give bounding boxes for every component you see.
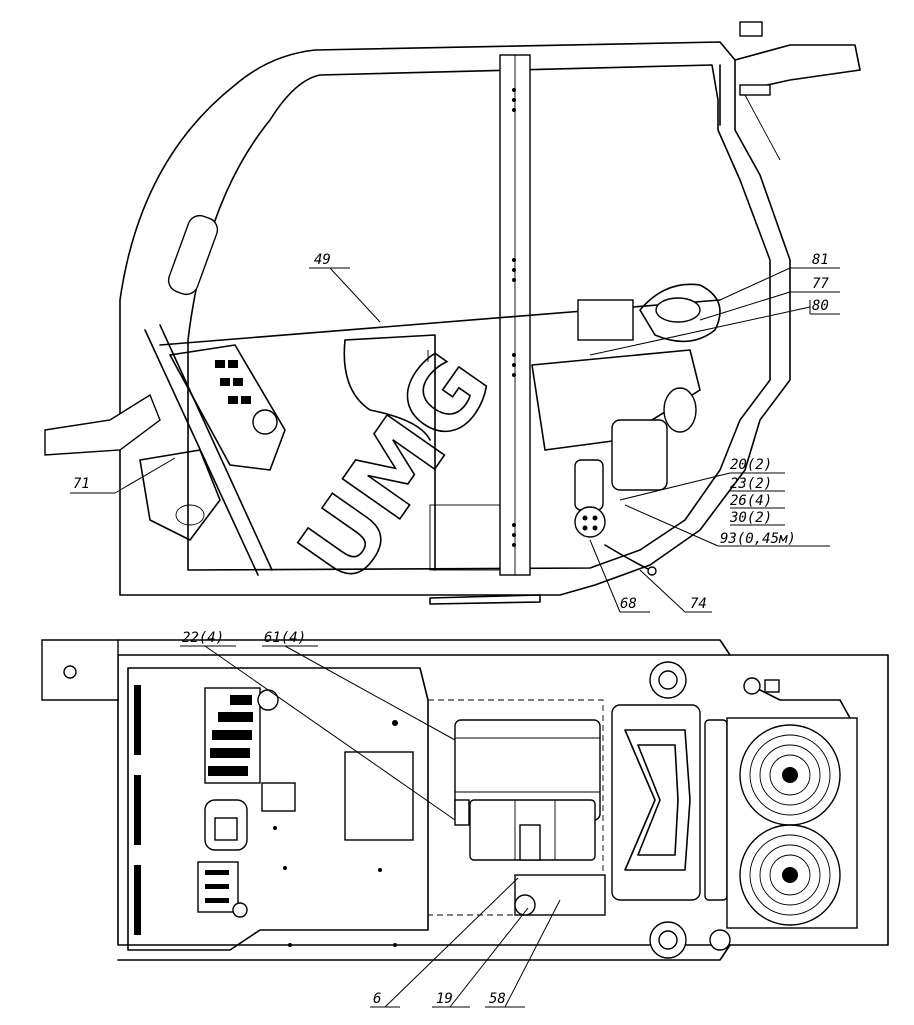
cab-side-view <box>44 21 861 605</box>
mirror-mount <box>41 639 119 701</box>
access-plate-large <box>344 751 414 841</box>
cab-rails <box>117 639 731 961</box>
vent-nozzle <box>663 387 697 433</box>
roof-hatch <box>719 44 861 126</box>
air-outlet <box>639 283 721 343</box>
callout-49: 49 <box>314 252 331 268</box>
cab-outer-frame <box>119 41 791 596</box>
heater-recess <box>427 699 604 916</box>
grab-handle <box>167 214 219 296</box>
heater-duct <box>531 349 701 451</box>
floor-plate <box>127 667 429 951</box>
dashboard-switch-block <box>204 687 279 784</box>
callout-74: 74 <box>690 596 707 612</box>
callout-30: 30(2) <box>729 510 772 526</box>
connector-68 <box>574 506 606 538</box>
belt-line <box>159 299 721 346</box>
side-callouts: 49 81 77 80 71 20(2) 23(2) 26(4) 30(2) 9… <box>70 252 840 613</box>
dashboard-switches <box>215 360 251 404</box>
callout-61: 61(4) <box>264 630 306 646</box>
callout-23: 23(2) <box>730 476 772 492</box>
lower-controls <box>139 449 221 541</box>
step-bar <box>429 594 541 605</box>
watermark-text: UMG <box>277 332 513 603</box>
drain-fitting-19 <box>514 894 536 916</box>
callout-22: 22(4) <box>182 630 224 646</box>
callout-81: 81 <box>812 252 829 268</box>
roof-fitting <box>739 21 763 37</box>
callout-20: 20(2) <box>730 457 772 473</box>
callout-6: 6 <box>373 991 381 1007</box>
filter-canister <box>574 459 604 511</box>
callout-93: 93(0,45м) <box>720 531 796 547</box>
mirror-arm <box>44 393 161 456</box>
heater-core <box>611 419 668 491</box>
rear-panel <box>343 334 436 571</box>
top-callouts: 22(4) 61(4) 6 19 58 <box>180 630 561 1008</box>
callout-26: 26(4) <box>730 493 772 509</box>
heater-box <box>577 299 634 341</box>
hose-74 <box>604 544 651 571</box>
ignition-switch <box>252 409 278 435</box>
callout-80: 80 <box>812 298 829 314</box>
callout-68: 68 <box>620 596 637 612</box>
condenser-unit <box>726 717 858 929</box>
refrigerant-line <box>744 689 851 719</box>
dashboard-panel <box>169 344 286 471</box>
left-slots <box>134 685 141 935</box>
heater-unit <box>454 719 601 861</box>
floor-bolts <box>273 720 398 947</box>
cab-top-view <box>41 639 889 961</box>
access-plate-small <box>261 782 296 812</box>
callout-71: 71 <box>73 476 90 492</box>
callout-77: 77 <box>812 276 829 292</box>
rear-panel-top <box>611 704 701 901</box>
pressure-switch <box>743 677 761 695</box>
callout-58: 58 <box>489 991 506 1007</box>
cab-floor-outline <box>117 654 889 946</box>
callout-19: 19 <box>436 991 453 1007</box>
pillar-fasteners <box>512 88 516 547</box>
